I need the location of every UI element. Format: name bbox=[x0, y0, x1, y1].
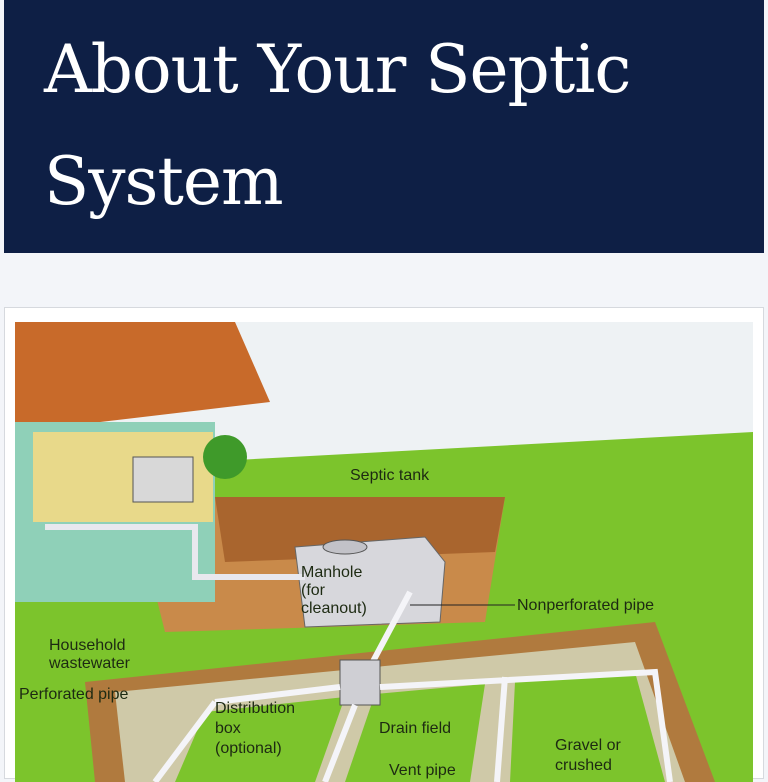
label-drain-field: Drain field bbox=[379, 720, 451, 737]
distribution-box bbox=[339, 659, 381, 706]
svg-text:crushed: crushed bbox=[555, 757, 612, 774]
svg-text:(for: (for bbox=[301, 582, 326, 599]
svg-text:cleanout): cleanout) bbox=[301, 600, 367, 617]
septic-tank bbox=[294, 536, 446, 628]
house-pipe bbox=[45, 524, 305, 580]
septic-system-diagram: Septic tank Manhole (for cleanout) Nonpe… bbox=[15, 322, 753, 782]
perforated-pipes bbox=[152, 668, 673, 782]
label-household-wastewater: Household bbox=[49, 637, 126, 654]
label-vent-pipe: Vent pipe bbox=[389, 762, 456, 779]
label-perforated-pipe: Perforated pipe bbox=[19, 686, 129, 703]
label-gravel: Gravel or bbox=[555, 737, 621, 754]
diagram-card: Septic tank Manhole (for cleanout) Nonpe… bbox=[4, 307, 764, 782]
svg-text:(optional): (optional) bbox=[215, 740, 282, 757]
label-distribution-box: Distribution bbox=[215, 700, 295, 717]
title-line-1: About Your Septic bbox=[44, 31, 631, 108]
appliance bbox=[132, 456, 194, 503]
shrub bbox=[203, 435, 247, 479]
label-manhole: Manhole bbox=[301, 564, 362, 581]
house-roof bbox=[15, 322, 270, 432]
title-line-2: System bbox=[44, 143, 284, 220]
svg-text:box: box bbox=[215, 720, 241, 737]
svg-text:wastewater: wastewater bbox=[48, 655, 131, 672]
label-nonperforated-pipe: Nonperforated pipe bbox=[517, 597, 654, 614]
nonperforated-pipe bbox=[367, 590, 413, 669]
label-septic-tank: Septic tank bbox=[350, 467, 430, 484]
